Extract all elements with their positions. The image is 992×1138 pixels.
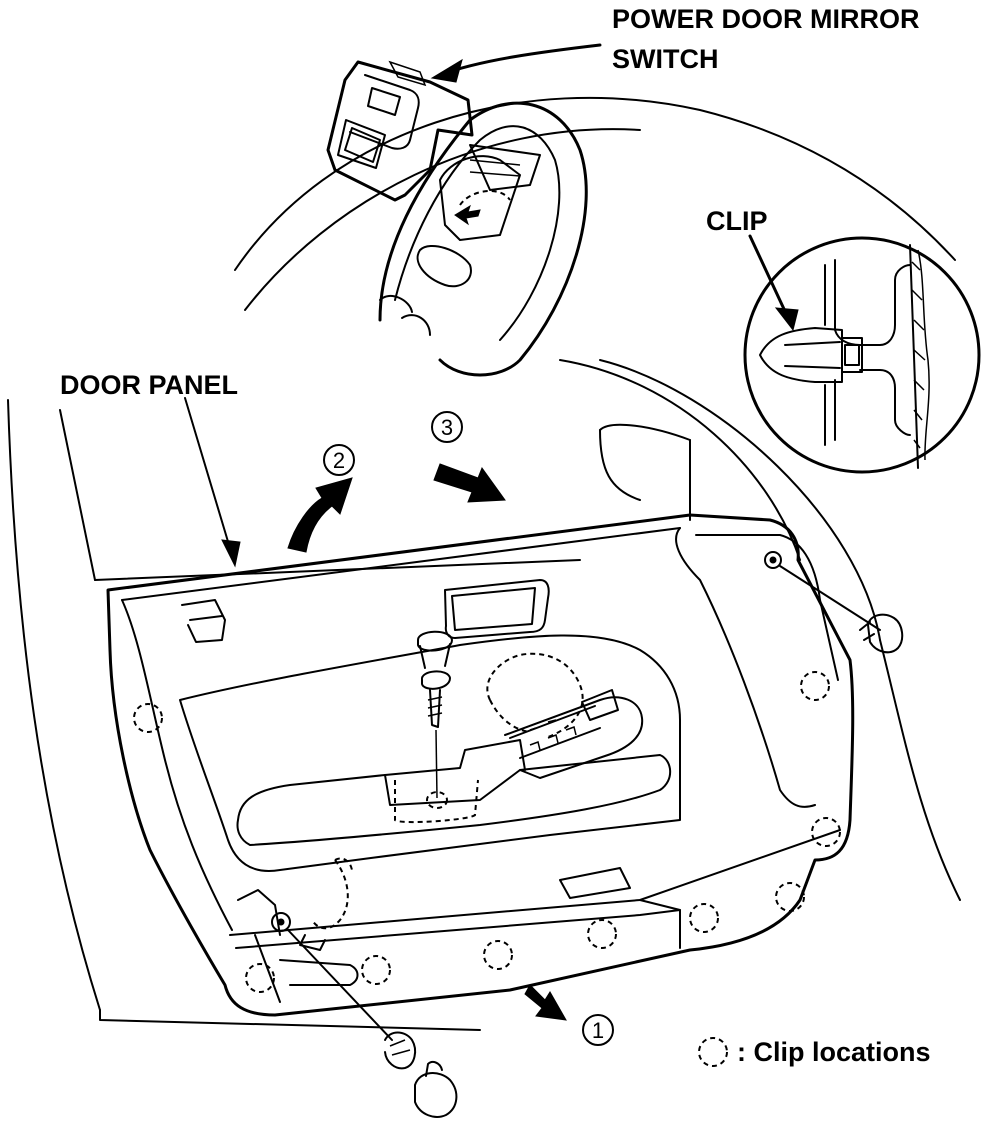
clip-detail-callout [743, 236, 981, 474]
clip-label: CLIP [706, 206, 768, 236]
car-body-outline [7, 96, 961, 1031]
clip-location-marker [811, 817, 841, 847]
mirror-switch-label-line2: SWITCH [612, 44, 718, 74]
step-1-arrow [524, 984, 567, 1021]
clip-location-marker [587, 919, 617, 949]
step-2-label: 2 [333, 448, 345, 473]
power-door-mirror-switch [326, 60, 474, 202]
step-3-marker: 3 [431, 411, 463, 443]
clip-location-marker [800, 671, 830, 701]
clip-location-marker [775, 882, 805, 912]
step-1-marker: 1 [582, 1014, 614, 1046]
clip-location-marker [361, 955, 391, 985]
clip-leader [748, 234, 799, 332]
armrest-switch-bezel [378, 101, 588, 377]
clip-location-marker [689, 903, 719, 933]
clip-location-marker [245, 963, 275, 993]
door-panel-leader [184, 397, 241, 568]
step-1-label: 1 [592, 1018, 604, 1043]
clip-location-marker [133, 703, 163, 733]
step-2-marker: 2 [323, 444, 355, 476]
door-panel [106, 513, 904, 1118]
mirror-switch-leader [430, 43, 602, 83]
step-2-arrow [287, 477, 353, 553]
clip-location-marker [483, 940, 513, 970]
step-3-label: 3 [441, 415, 453, 440]
clip-locations [133, 671, 841, 993]
legend-clip-symbol [698, 1037, 728, 1067]
legend: : Clip locations [698, 1037, 931, 1067]
mirror-switch-label-line1: POWER DOOR MIRROR [612, 4, 920, 34]
door-panel-label: DOOR PANEL [60, 370, 238, 400]
step-3-arrow [433, 463, 506, 503]
legend-label: : Clip locations [737, 1037, 931, 1067]
